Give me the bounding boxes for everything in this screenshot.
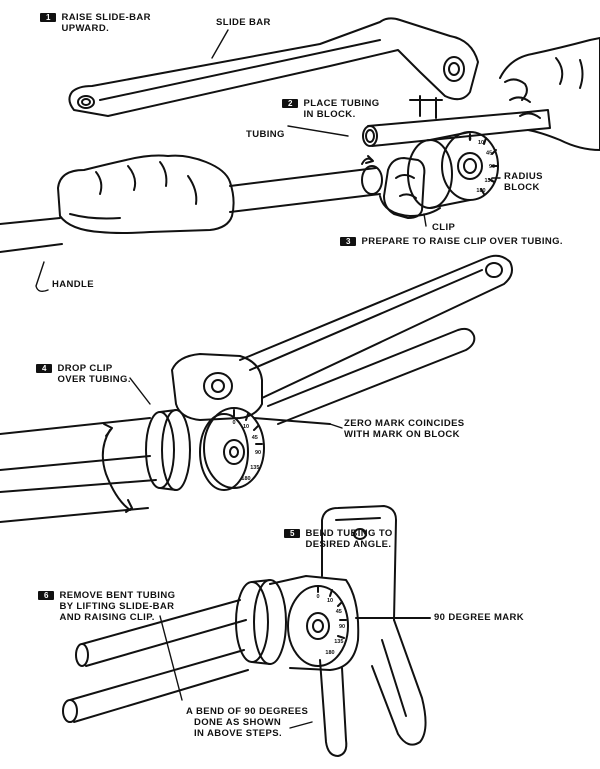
panel-5-dial-mark: 10 [327,598,333,604]
step-1-badge: 1 [40,13,57,22]
bend-note-label: A BEND OF 90 DEGREES DONE AS SHOWN IN AB… [186,706,308,739]
step-1-line-1: RAISE SLIDE-BAR [61,12,151,23]
step-1-callout: 1 RAISE SLIDE-BAR UPWARD. [40,12,151,34]
panel-2-dial-mark: 0 [468,137,471,143]
clip-label: CLIP [432,222,456,233]
step-1-line-2: UPWARD. [61,23,110,34]
panel-2-dial-mark: 10 [478,140,484,146]
panel-4-dial-mark: 10 [243,424,249,430]
step-4-callout: 4 DROP CLIP OVER TUBING. [36,363,131,385]
step-2-text: PLACE TUBING IN BLOCK. [303,98,379,120]
step-2-callout: 2 PLACE TUBING IN BLOCK. [282,98,380,120]
panel-2-block-and-handle [0,131,499,253]
panel-2-dial-mark: 45 [486,150,492,156]
ninety-degree-mark-label: 90 DEGREE MARK [434,612,525,623]
step-3-text: PREPARE TO RAISE CLIP OVER TUBING. [361,236,563,247]
panel-4-dial-mark: 0 [232,420,235,426]
panel-5-dial-mark: 90 [339,624,345,630]
tubing-label: TUBING [246,129,285,140]
step-6-line-1: REMOVE BENT TUBING [59,590,176,601]
step-6-line-3: AND RAISING CLIP. [59,612,155,623]
step-5-line-1: BEND TUBING TO [305,528,393,539]
panel-4-dial-mark: 45 [252,435,258,441]
panel-5-dial-mark: 45 [336,609,342,615]
leader-lines [35,29,501,429]
panel-2-dial-mark: 180 [476,188,485,194]
bend-note-line-1: A BEND OF 90 DEGREES [186,706,309,717]
step-6-text: REMOVE BENT TUBING BY LIFTING SLIDE-BAR … [59,590,175,623]
step-6-callout: 6 REMOVE BENT TUBING BY LIFTING SLIDE-BA… [38,590,175,623]
panel-2-dial-mark: 90 [489,164,495,170]
zero-mark-line-1: ZERO MARK COINCIDES [344,418,465,429]
step-5-line-2: DESIRED ANGLE. [305,539,392,550]
panel-4-dial-mark: 180 [241,476,250,482]
panel-5-dial-mark: 135 [334,639,343,645]
step-4-line-2: OVER TUBING. [57,374,131,385]
radius-block-line-1: RADIUS [504,171,543,182]
panel-5-bend [62,505,431,757]
step-3-badge: 3 [340,237,357,246]
panel-2-dial-mark: 135 [485,178,494,184]
panel-5-dial-mark: 180 [325,650,334,656]
panel-1-slide-bar [68,17,600,151]
step-2-badge: 2 [282,99,299,108]
panel-5-dial-mark: 0 [316,594,319,600]
step-4-text: DROP CLIP OVER TUBING. [57,363,130,385]
zero-mark-line-2: WITH MARK ON BLOCK [344,429,460,440]
bend-note-line-3: IN ABOVE STEPS. [194,728,282,739]
zero-mark-label: ZERO MARK COINCIDES WITH MARK ON BLOCK [344,418,465,440]
step-3-callout: 3 PREPARE TO RAISE CLIP OVER TUBING. [340,236,563,247]
step-4-line-1: DROP CLIP [57,363,113,374]
step-2-line-1: PLACE TUBING [303,98,380,109]
bend-note-line-2: DONE AS SHOWN [194,717,282,728]
step-6-line-2: BY LIFTING SLIDE-BAR [59,601,175,612]
step-4-badge: 4 [36,364,53,373]
radius-block-line-2: BLOCK [504,182,540,193]
step-5-badge: 5 [284,529,301,538]
step-5-text: BEND TUBING TO DESIRED ANGLE. [305,528,392,550]
panel-4-clip-drop [0,254,513,523]
step-5-callout: 5 BEND TUBING TO DESIRED ANGLE. [284,528,393,550]
panel-4-dial-mark: 90 [255,450,261,456]
step-6-badge: 6 [38,591,55,600]
step-3-line-1: PREPARE TO RAISE CLIP OVER TUBING. [361,236,563,247]
step-1-text: RAISE SLIDE-BAR UPWARD. [61,12,150,34]
panel-4-dial-mark: 135 [250,465,259,471]
slide-bar-label: SLIDE BAR [216,17,271,28]
step-2-line-2: IN BLOCK. [303,109,356,120]
radius-block-label: RADIUS BLOCK [504,171,543,193]
handle-label: HANDLE [52,279,94,290]
